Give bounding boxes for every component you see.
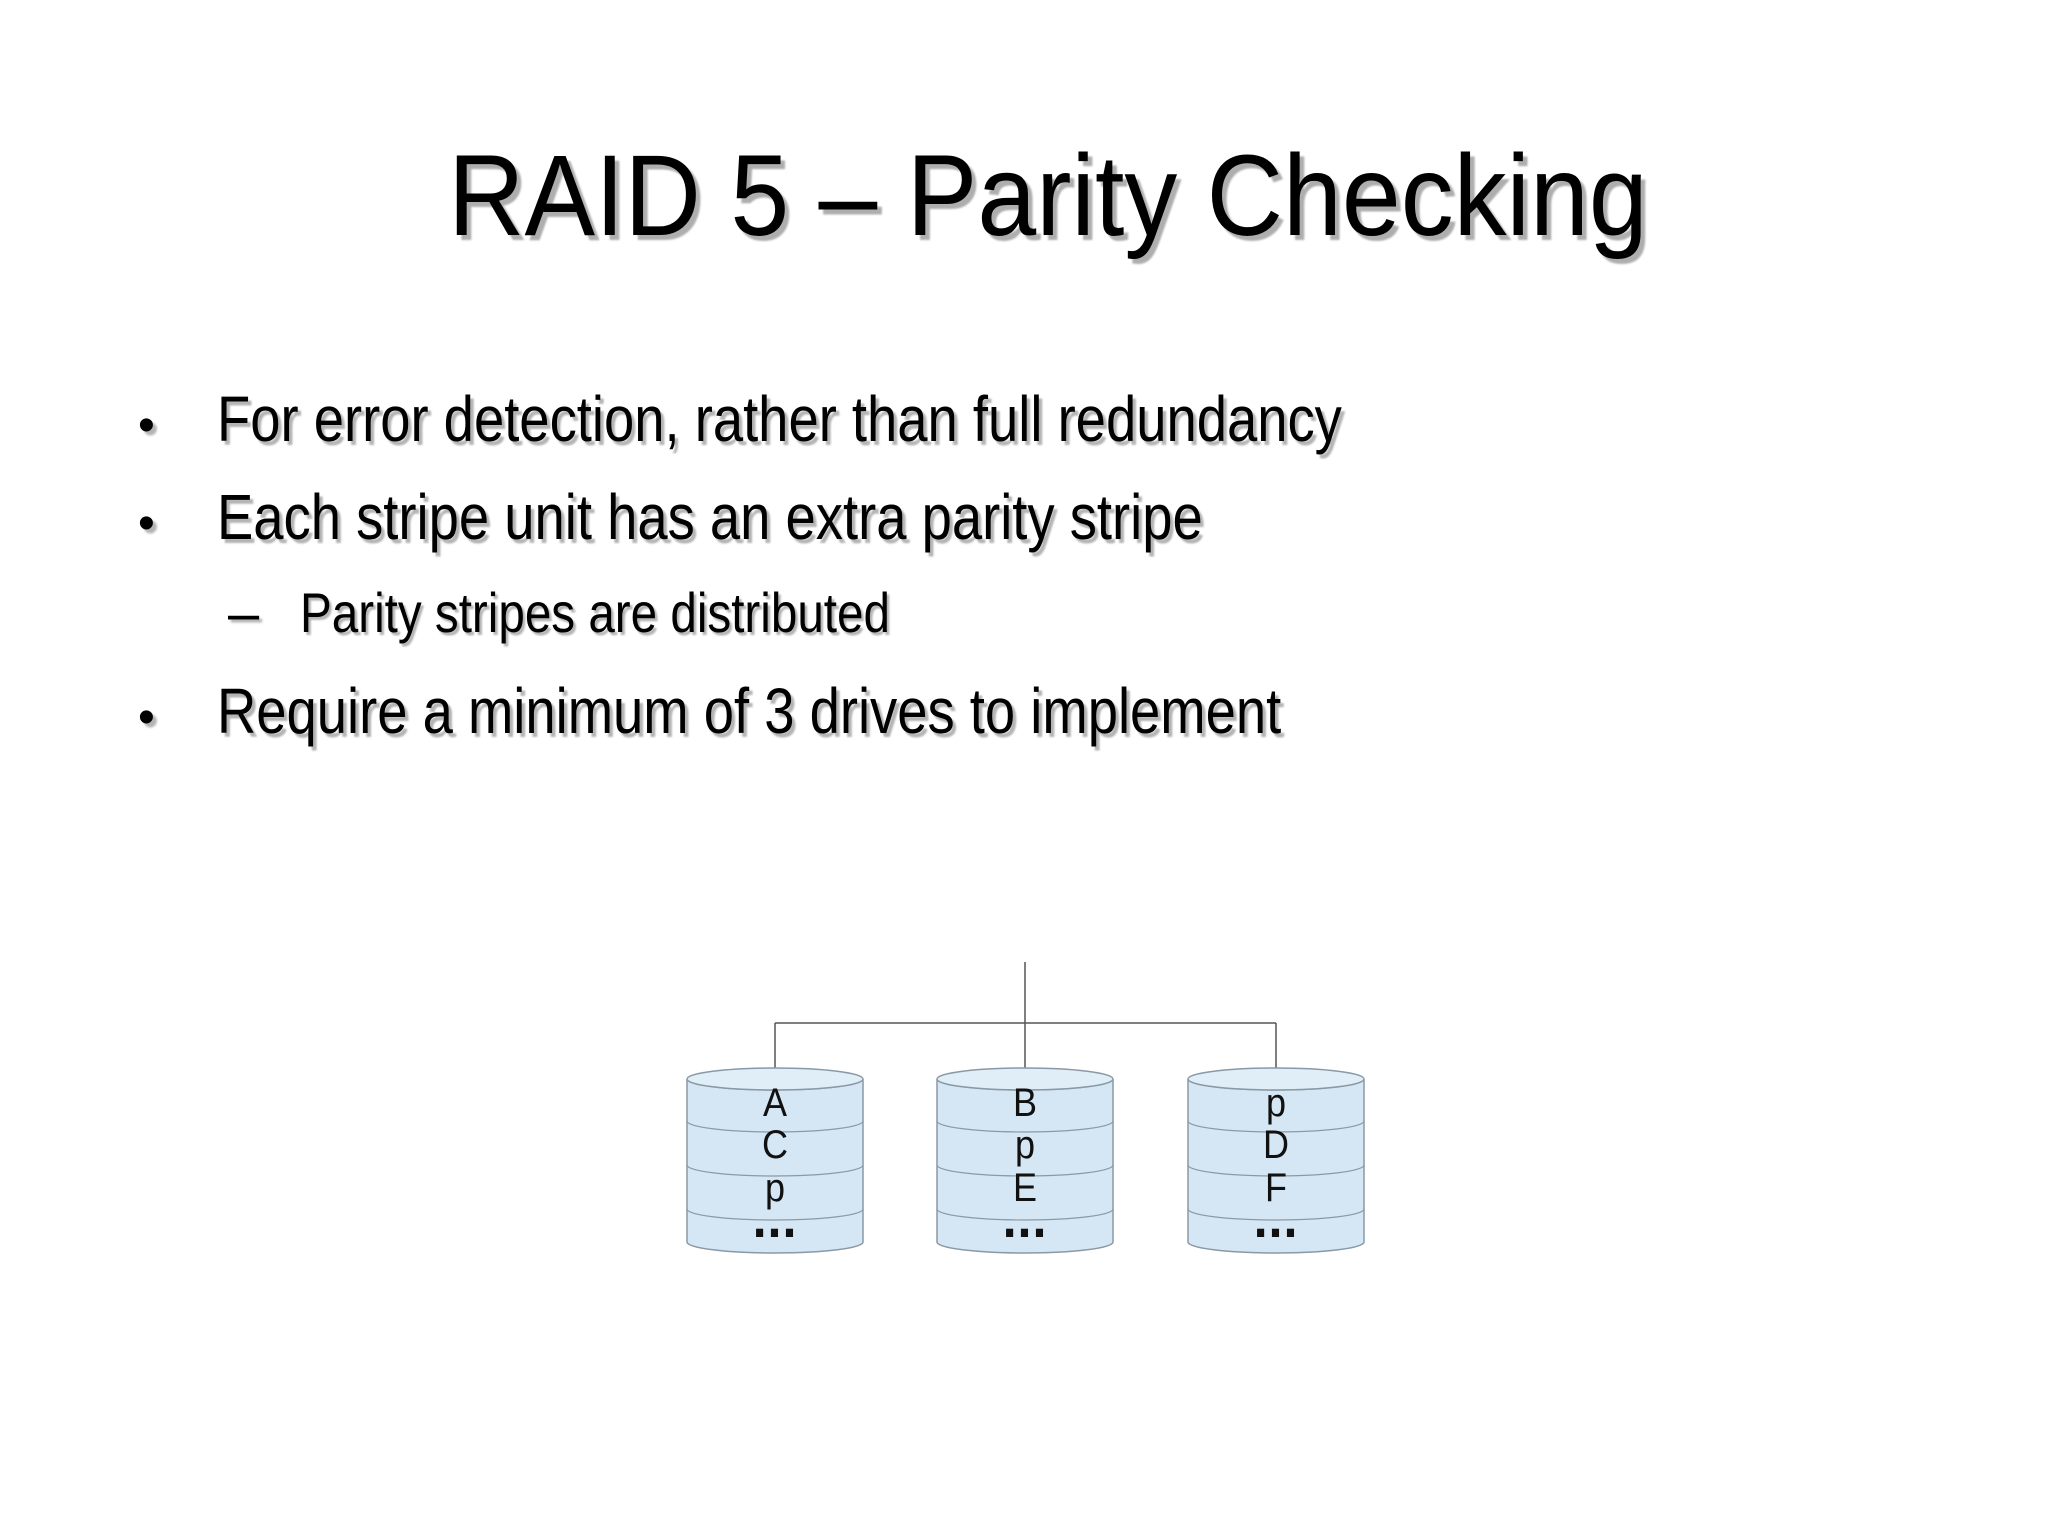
dash-bullet-icon: – [228,581,260,644]
cylinder-divider [686,1164,864,1177]
bullet-item-1: • For error detection, rather than full … [138,378,1540,461]
stripe-label: D [1263,1123,1289,1167]
cylinder-top [1187,1067,1365,1091]
stripe-label: E [1013,1166,1037,1210]
cylinder-divider [1187,1208,1365,1221]
cylinder-divider [1187,1120,1365,1133]
slide-title-text: RAID 5 – Parity Checking [448,132,1648,260]
raid5-disk-diagram: A C p ... B p E ... p D F ... [686,962,1365,1254]
bullet-text-1: For error detection, rather than full re… [217,383,1342,455]
bullet-dot-icon: • [138,691,155,744]
disk-cylinder-1: A C p ... [686,1067,864,1254]
ellipsis-label: ... [1254,1188,1299,1250]
stripe-label: C [762,1123,788,1167]
cylinder-divider [686,1120,864,1133]
cylinder-top [686,1067,864,1091]
bullet-item-2: • Each stripe unit has an extra parity s… [138,476,1377,559]
stripe-label: A [763,1081,788,1125]
stripe-label: p [1015,1123,1035,1167]
bullet-text-2: Each stripe unit has an extra parity str… [217,481,1203,553]
stripe-label: p [765,1166,785,1210]
bullet-dot-icon: • [138,497,155,550]
stripe-label: p [1266,1081,1286,1125]
bullet-item-3: • Require a minimum of 3 drives to imple… [138,670,1469,753]
slide-title: RAID 5 – Parity Checking [0,125,2048,269]
stripe-label: B [1013,1081,1037,1125]
ellipsis-label: ... [753,1188,798,1250]
cylinder-divider [1187,1164,1365,1177]
cylinder-top [936,1067,1114,1091]
ellipsis-label: ... [1003,1188,1048,1250]
bullet-dot-icon: • [138,399,155,452]
disk-cylinder-2: B p E ... [936,1067,1114,1254]
connector-lines [774,962,1277,1073]
cylinder-divider [936,1120,1114,1133]
cylinder-divider [686,1208,864,1221]
stripe-label: F [1265,1166,1287,1210]
sub-bullet-text-1: Parity stripes are distributed [300,581,890,644]
cylinder-divider [936,1164,1114,1177]
bullet-text-3: Require a minimum of 3 drives to impleme… [217,675,1282,747]
cylinder-divider [936,1208,1114,1221]
disk-cylinder-3: p D F ... [1187,1067,1365,1254]
sub-bullet-item-1: – Parity stripes are distributed [228,577,994,650]
